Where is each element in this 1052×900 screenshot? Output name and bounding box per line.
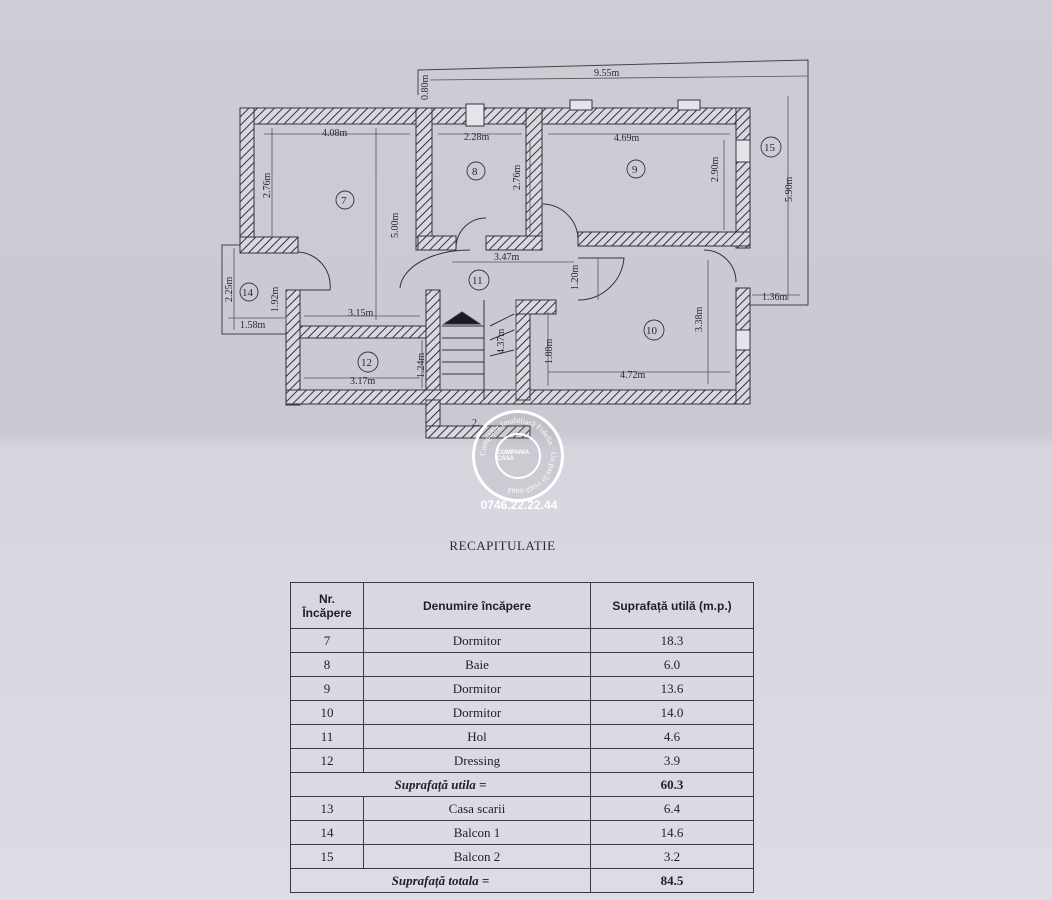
balcony-15-outline	[417, 59, 809, 306]
dim-hall-width: 3.47m	[494, 252, 520, 263]
header-nr-line1: Nr.	[318, 591, 335, 606]
cell-nr: 8	[290, 652, 364, 677]
room-number-15: 15	[764, 142, 776, 154]
room-number-8: 8	[472, 166, 478, 178]
dim-balcony14-height: 2.25m	[224, 277, 235, 303]
cell-area: 14.0	[590, 700, 754, 725]
cell-area: 14.6	[590, 820, 754, 845]
dim-balcony15-width: 1.36m	[762, 292, 788, 303]
dimension-lines	[228, 75, 809, 396]
cell-nr: 11	[290, 724, 364, 749]
cell-name: Casa scarii	[363, 796, 591, 821]
table-row: 7 Dormitor 18.3	[290, 628, 754, 653]
dim-balcony14-width: 1.58m	[240, 320, 266, 331]
dim-room10-left: 1.88m	[544, 339, 555, 365]
room-number-12: 12	[361, 357, 372, 369]
balcony-14-outline	[221, 244, 292, 335]
table-row: 11 Hol 4.6	[290, 724, 754, 749]
table-row: 12 Dressing 3.9	[290, 748, 754, 773]
cell-name: Balcon 1	[363, 820, 591, 845]
grand-total-row: Suprafață totala = 84.5	[290, 868, 754, 893]
logo-brand-text: COMPANIA CASA	[497, 450, 529, 462]
staircase	[442, 300, 515, 400]
dim-top-total: 9.55m	[594, 68, 620, 79]
cell-nr: 14	[290, 820, 364, 845]
cell-nr: 7	[290, 628, 364, 653]
room-number-11: 11	[472, 275, 483, 287]
table-row: 9 Dormitor 13.6	[290, 676, 754, 701]
dim-stair-bottom: 2.	[472, 418, 480, 429]
cell-nr: 9	[290, 676, 364, 701]
cell-area: 6.0	[590, 652, 754, 677]
cell-nr: 13	[290, 796, 364, 821]
doors	[297, 203, 737, 301]
grand-total-label: Suprafață totala =	[290, 868, 591, 893]
dim-room8-height: 2.76m	[512, 165, 523, 191]
recap-table: Nr. Încăpere Denumire încăpere Suprafață…	[290, 582, 754, 893]
useful-total-label: Suprafață utila =	[290, 772, 591, 797]
cell-area: 6.4	[590, 796, 754, 821]
windows	[465, 99, 751, 351]
dim-top-offset: 0.80m	[420, 75, 431, 101]
header-nr: Nr. Încăpere	[290, 582, 364, 629]
table-row: 13 Casa scarii 6.4	[290, 796, 754, 821]
walls	[239, 107, 751, 439]
grand-total-value: 84.5	[590, 868, 754, 893]
header-area: Suprafață utilă (m.p.)	[590, 582, 754, 629]
useful-total-row: Suprafață utila = 60.3	[290, 772, 754, 797]
cell-area: 18.3	[590, 628, 754, 653]
useful-total-value: 60.3	[590, 772, 754, 797]
dim-room9-width: 4.69m	[614, 133, 640, 144]
dim-hall-height: 1.20m	[570, 265, 581, 291]
table-row: 15 Balcon 2 3.2	[290, 844, 754, 869]
cell-name: Dressing	[363, 748, 591, 773]
cell-nr: 15	[290, 844, 364, 869]
dim-room9-height: 2.90m	[710, 157, 721, 183]
dim-room7-height: 2.76m	[262, 173, 273, 199]
cell-name: Hol	[363, 724, 591, 749]
dim-room12-width: 3.17m	[350, 376, 376, 387]
room-markers	[239, 136, 782, 373]
dim-room7-depth: 5.00m	[390, 213, 401, 239]
dim-stair-width: 4.37m	[496, 329, 507, 355]
room-number-7: 7	[341, 195, 347, 207]
recap-title: RECAPITULATIE	[449, 538, 556, 553]
header-name: Denumire încăpere	[363, 582, 591, 629]
floor-plan: 9.55m 0.80m 4.08m 2.76m 5.00m 2.28m 2.76…	[221, 59, 809, 439]
room-number-14: 14	[242, 287, 254, 299]
table-row: 8 Baie 6.0	[290, 652, 754, 677]
cell-name: Dormitor	[363, 628, 591, 653]
dim-room12-height: 1.24m	[416, 353, 427, 379]
table-header-row: Nr. Încăpere Denumire încăpere Suprafață…	[290, 582, 754, 629]
cell-area: 3.9	[590, 748, 754, 773]
cell-name: Dormitor	[363, 676, 591, 701]
room-number-10: 10	[646, 325, 658, 337]
cell-area: 13.6	[590, 676, 754, 701]
agency-logo: Compania Imobiliară Fidelia · Un pas în …	[472, 410, 564, 502]
header-nr-line2: Încăpere	[302, 605, 352, 620]
table-row: 10 Dormitor 14.0	[290, 700, 754, 725]
room-number-9: 9	[632, 164, 638, 176]
table-row: 14 Balcon 1 14.6	[290, 820, 754, 845]
cell-nr: 10	[290, 700, 364, 725]
dim-room10-height: 3.38m	[694, 307, 705, 333]
dim-room12-upper-width: 3.15m	[348, 308, 374, 319]
phone-number: 0746.22.22.44	[480, 498, 558, 512]
dim-room7-width: 4.08m	[322, 128, 348, 139]
dim-balcony15-height: 5.90m	[784, 177, 795, 203]
dim-room7-lower: 1.92m	[270, 287, 281, 313]
cell-area: 4.6	[590, 724, 754, 749]
dim-room10-width: 4.72m	[620, 370, 646, 381]
cell-name: Dormitor	[363, 700, 591, 725]
cell-name: Baie	[363, 652, 591, 677]
dim-room8-width: 2.28m	[464, 132, 490, 143]
cell-area: 3.2	[590, 844, 754, 869]
cell-nr: 12	[290, 748, 364, 773]
logo-emblem: COMPANIA CASA	[495, 433, 541, 479]
cell-name: Balcon 2	[363, 844, 591, 869]
